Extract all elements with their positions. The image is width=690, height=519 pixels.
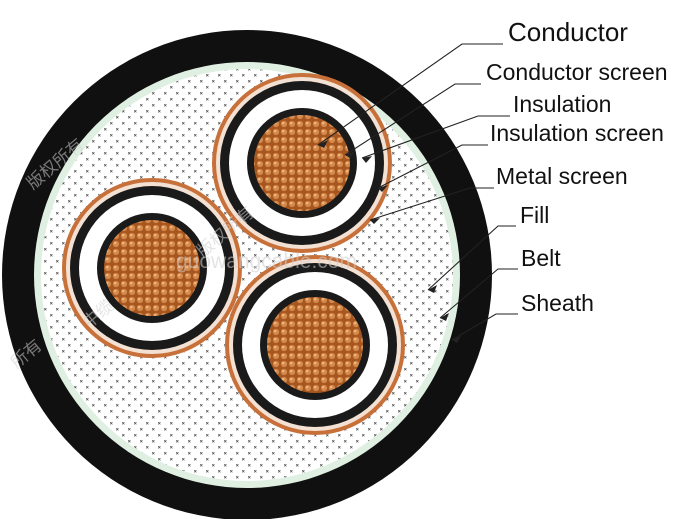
arrowhead-conductor-screen: [345, 151, 355, 158]
arrowhead-metal-screen: [370, 218, 380, 224]
leader-line-fill: [427, 225, 516, 291]
label-insulation: Insulation: [513, 91, 612, 117]
arrowhead-belt: [440, 313, 449, 321]
label-belt: Belt: [521, 245, 561, 271]
arrowhead-conductor: [318, 140, 328, 148]
leader-line-belt: [439, 268, 518, 319]
label-conductor: Conductor: [508, 17, 628, 47]
leader-line-sheath: [451, 313, 518, 341]
label-fill: Fill: [520, 202, 550, 228]
label-sheath: Sheath: [521, 290, 594, 316]
core-top: [212, 73, 392, 253]
arrowhead-fill: [428, 285, 437, 293]
leader-line-conductor-screen: [344, 83, 481, 156]
conductor-core-left: [104, 220, 200, 316]
core-bottom: [225, 255, 405, 435]
label-metal-screen: Metal screen: [496, 163, 628, 189]
core-left: [62, 178, 242, 358]
arrowhead-sheath: [452, 336, 461, 343]
leader-line-insulation-screen: [377, 144, 488, 189]
leader-line-metal-screen: [369, 187, 494, 221]
arrowhead-insulation-screen: [378, 185, 388, 192]
arrowhead-insulation: [362, 156, 372, 163]
leader-line-insulation: [361, 115, 510, 159]
label-insulation-screen: Insulation screen: [490, 120, 664, 146]
conductor-core-top: [254, 115, 350, 211]
conductor-core-bottom: [267, 297, 363, 393]
leader-line-conductor: [317, 43, 503, 146]
label-conductor-screen: Conductor screen: [486, 59, 668, 85]
